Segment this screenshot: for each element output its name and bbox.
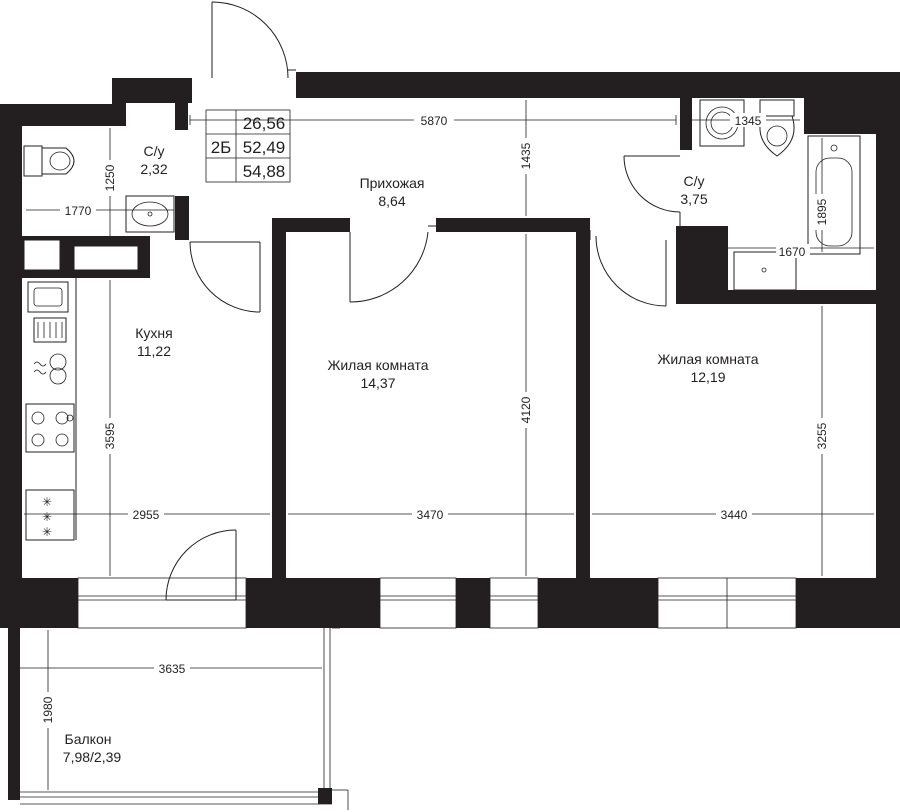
wall-top-strip <box>296 72 900 98</box>
bath-small-area: 2,32 <box>140 161 167 177</box>
kitchen-top-niche-2 <box>73 245 139 271</box>
wall-top-left <box>0 78 192 236</box>
dim-kitchen-width: 2955 <box>133 508 160 522</box>
doors <box>165 1 681 601</box>
balcony-railing <box>20 627 349 810</box>
wall-balcony-left <box>8 628 20 800</box>
wall-bottom-3 <box>456 578 490 628</box>
wall-bottom-2 <box>246 578 380 628</box>
wall-right-bath-cap <box>804 96 900 134</box>
wall-bottom-4 <box>538 578 658 628</box>
dim-bath-large-depth: 1895 <box>815 198 829 225</box>
room2-name: Жилая комната <box>657 351 758 367</box>
wall-bath1-right-lower <box>175 196 189 240</box>
area-summary-box: 2Б 26,56 52,49 54,88 <box>205 109 291 183</box>
fixtures: ✳ ✳ ✳ <box>23 99 861 541</box>
area-with-balcony: 54,88 <box>243 162 286 181</box>
wall-room1-left <box>272 218 286 580</box>
kitchen-name: Кухня <box>135 325 172 341</box>
wall-room1-top-right <box>436 218 588 232</box>
svg-text:✳: ✳ <box>42 525 52 539</box>
bath-large-name: С/у <box>684 173 705 189</box>
balcony-name: Балкон <box>65 731 112 747</box>
room1-name: Жилая комната <box>327 357 428 373</box>
door-bath1 <box>189 241 261 313</box>
dim-kitchen-depth: 3595 <box>103 422 117 449</box>
wall-left-outer <box>0 104 22 628</box>
window-room2 <box>657 577 797 629</box>
svg-text:✳: ✳ <box>42 510 52 524</box>
door-room1 <box>349 225 436 303</box>
sink-bath2 <box>733 251 797 291</box>
apartment-type: 2Б <box>211 138 232 157</box>
wall-bottom-5 <box>796 578 900 628</box>
door-entrance <box>211 1 296 79</box>
kitchen-top-niche-1 <box>23 239 61 271</box>
burner-small <box>33 353 67 385</box>
wall-room1-right <box>576 218 590 580</box>
wall-bath2-bottom <box>676 290 876 304</box>
dim-room2-width: 3440 <box>721 508 748 522</box>
dim-bath-large-inner: 1670 <box>779 245 806 259</box>
kitchen-area: 11,22 <box>137 343 171 359</box>
door-bath2 <box>623 155 681 226</box>
windows <box>77 577 797 629</box>
room1-area: 14,37 <box>360 375 395 391</box>
sink-small-bath <box>125 195 175 233</box>
window-kitchen <box>77 577 247 629</box>
area-total: 52,49 <box>243 138 286 157</box>
dim-hall-width: 5870 <box>421 114 448 128</box>
dim-room1-width: 3470 <box>417 508 444 522</box>
room2-area: 12,19 <box>690 369 725 385</box>
wall-bath2-left <box>680 98 692 150</box>
induction-hob: ✳ ✳ ✳ <box>25 489 75 541</box>
stove-top <box>25 403 75 453</box>
dim-balcony-depth: 1980 <box>41 696 55 723</box>
door-room2 <box>589 230 667 307</box>
walls <box>0 72 900 804</box>
hallway-name: Прихожая <box>360 175 425 191</box>
dim-balcony-width: 3635 <box>159 662 186 676</box>
window-room1-b <box>489 577 539 629</box>
bath-small-name: С/у <box>144 143 165 159</box>
door-balcony <box>165 529 237 601</box>
svg-text:✳: ✳ <box>42 495 52 509</box>
wall-room1-top-left <box>272 218 350 232</box>
window-room1-a <box>379 577 457 629</box>
wall-right-outer <box>876 96 900 628</box>
area-living: 26,56 <box>243 114 286 133</box>
room-labels: С/у 2,32 Прихожая 8,64 С/у 3,75 Кухня 11… <box>63 143 759 765</box>
hallway-area: 8,64 <box>378 193 405 209</box>
kitchen-counter: ✳ ✳ ✳ <box>25 278 77 541</box>
dim-room1-depth: 4120 <box>519 396 533 423</box>
dim-room2-depth: 3255 <box>815 422 829 449</box>
bathtub <box>807 131 861 255</box>
balcony-corner-post <box>318 788 332 804</box>
toilet-bath2 <box>759 99 795 157</box>
balcony-area: 7,98/2,39 <box>63 749 122 765</box>
dim-bath-small-height: 1250 <box>103 164 117 191</box>
bath-large-area: 3,75 <box>680 191 707 207</box>
kitchen-sink <box>27 281 69 313</box>
dim-bath-small-width: 1770 <box>65 204 92 218</box>
dim-hall-depth: 1435 <box>519 142 533 169</box>
dim-bath-large-width: 1345 <box>735 114 762 128</box>
dimension-labels: 5870 1435 1770 1250 1345 1895 1670 3595 … <box>41 113 829 728</box>
wall-bottom-1 <box>0 578 78 628</box>
toilet-small-bath <box>23 145 75 177</box>
